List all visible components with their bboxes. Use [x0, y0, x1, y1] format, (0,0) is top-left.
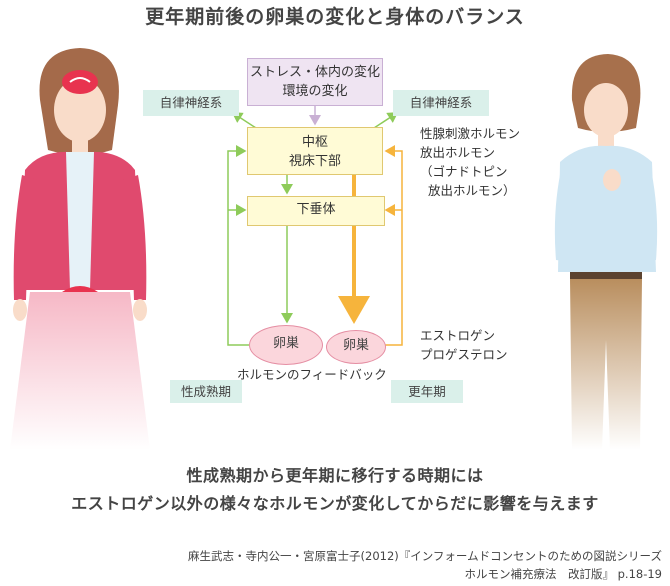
- feedback-label: ホルモンのフィードバック: [237, 367, 387, 382]
- stress-label-1: ストレス・体内の変化: [249, 65, 380, 80]
- gnrh-line-1: 性腺刺激ホルモン: [420, 126, 521, 141]
- stage-menopause-tag: 更年期: [391, 380, 463, 403]
- autonomic-right-tag: 自律神経系: [393, 90, 489, 116]
- hypothalamus-label: 視床下部: [288, 154, 341, 169]
- pituitary-box: 下垂体: [247, 196, 385, 226]
- gnrh-line-3: （ゴナドトピン: [420, 164, 508, 179]
- page-title: 更年期前後の卵巣の変化と身体のバランス: [145, 6, 525, 28]
- estrogen-label: エストロゲン: [420, 328, 496, 343]
- stage-mature-tag: 性成熟期: [170, 380, 242, 403]
- stress-label-2: 環境の変化: [282, 84, 348, 99]
- caption-line-1: 性成熟期から更年期に移行する時期には: [186, 466, 484, 485]
- older-woman-illustration: [554, 54, 658, 450]
- stress-box: ストレス・体内の変化 環境の変化: [247, 58, 383, 106]
- progesterone-label: プロゲステロン: [420, 347, 508, 362]
- citation-line-1: 麻生武志・寺内公一・宮原富士子(2012)『インフォームドコンセントのための図説…: [188, 549, 662, 563]
- gnrh-line-2: 放出ホルモン: [420, 145, 496, 160]
- hypothalamus-box: 中枢 視床下部: [247, 127, 383, 175]
- autonomic-left-tag: 自律神経系: [143, 90, 239, 116]
- center-label: 中枢: [301, 135, 328, 150]
- ovary-mature: 卵巣: [249, 325, 323, 365]
- caption-line-2: エストロゲン以外の様々なホルモンが変化してからだに影響を与えます: [71, 494, 599, 513]
- young-woman-illustration: [10, 48, 150, 450]
- citation-line-2: ホルモン補充療法 改訂版』 p.18-19: [464, 567, 662, 581]
- gnrh-line-4: 放出ホルモン）: [428, 183, 516, 198]
- gnrh-labels: 性腺刺激ホルモン 放出ホルモン （ゴナドトピン 放出ホルモン）: [420, 124, 520, 200]
- ovarian-hormone-labels: エストロゲン プロゲステロン: [420, 326, 508, 364]
- ovary-menopause: 卵巣: [326, 330, 386, 364]
